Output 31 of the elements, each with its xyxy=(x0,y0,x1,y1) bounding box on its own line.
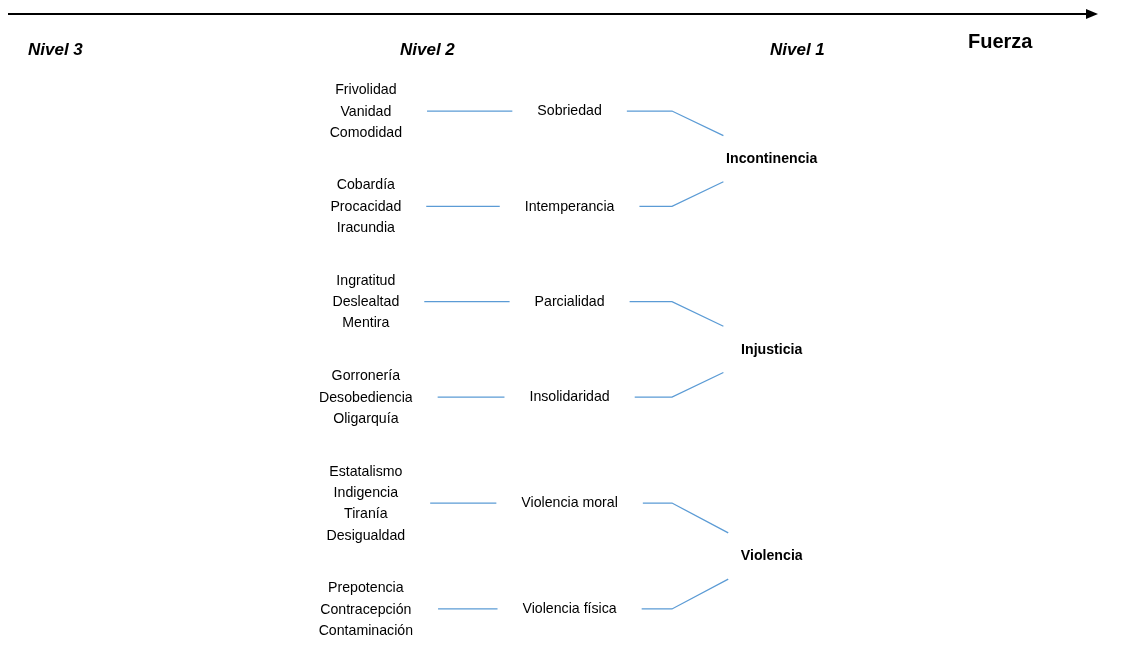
node-text: Frivolidad Vanidad Comodidad xyxy=(329,81,403,140)
connector xyxy=(626,110,724,137)
level-label: Nivel 2 xyxy=(400,40,455,60)
connector xyxy=(425,205,501,207)
connector xyxy=(437,608,499,610)
connector xyxy=(642,502,729,534)
level-label: Nivel 3 xyxy=(28,40,83,60)
node-text: Gorronería Desobediencia Oligarquía xyxy=(319,367,413,426)
connector xyxy=(423,301,511,303)
connector xyxy=(437,396,506,398)
node-text: Violencia moral xyxy=(521,494,618,511)
connector xyxy=(429,502,497,504)
connector xyxy=(628,301,724,327)
node-text: Insolidaridad xyxy=(529,388,610,405)
node-text: Violencia xyxy=(740,547,803,564)
node-text: Estatalismo Indigencia Tiranía Desigualdad xyxy=(326,463,406,543)
node-text: Violencia física xyxy=(522,600,617,617)
axis-label: Fuerza xyxy=(968,30,1033,53)
node-text: Incontinencia xyxy=(726,150,818,167)
node-text: Injusticia xyxy=(741,341,803,358)
connector xyxy=(641,578,729,610)
node-text: Prepotencia Contracepción Contaminación xyxy=(318,579,414,638)
connector xyxy=(426,110,513,112)
node-text: Cobardía Procacidad Iracundia xyxy=(330,177,402,236)
connector xyxy=(634,371,724,398)
level-label: Nivel 1 xyxy=(770,40,825,60)
node-text: Ingratitud Deslealtad Mentira xyxy=(332,272,400,331)
node-text: Parcialidad xyxy=(534,293,605,310)
connector xyxy=(638,181,724,207)
node-text: Sobriedad xyxy=(537,102,602,119)
node-text: Intemperancia xyxy=(524,198,615,215)
